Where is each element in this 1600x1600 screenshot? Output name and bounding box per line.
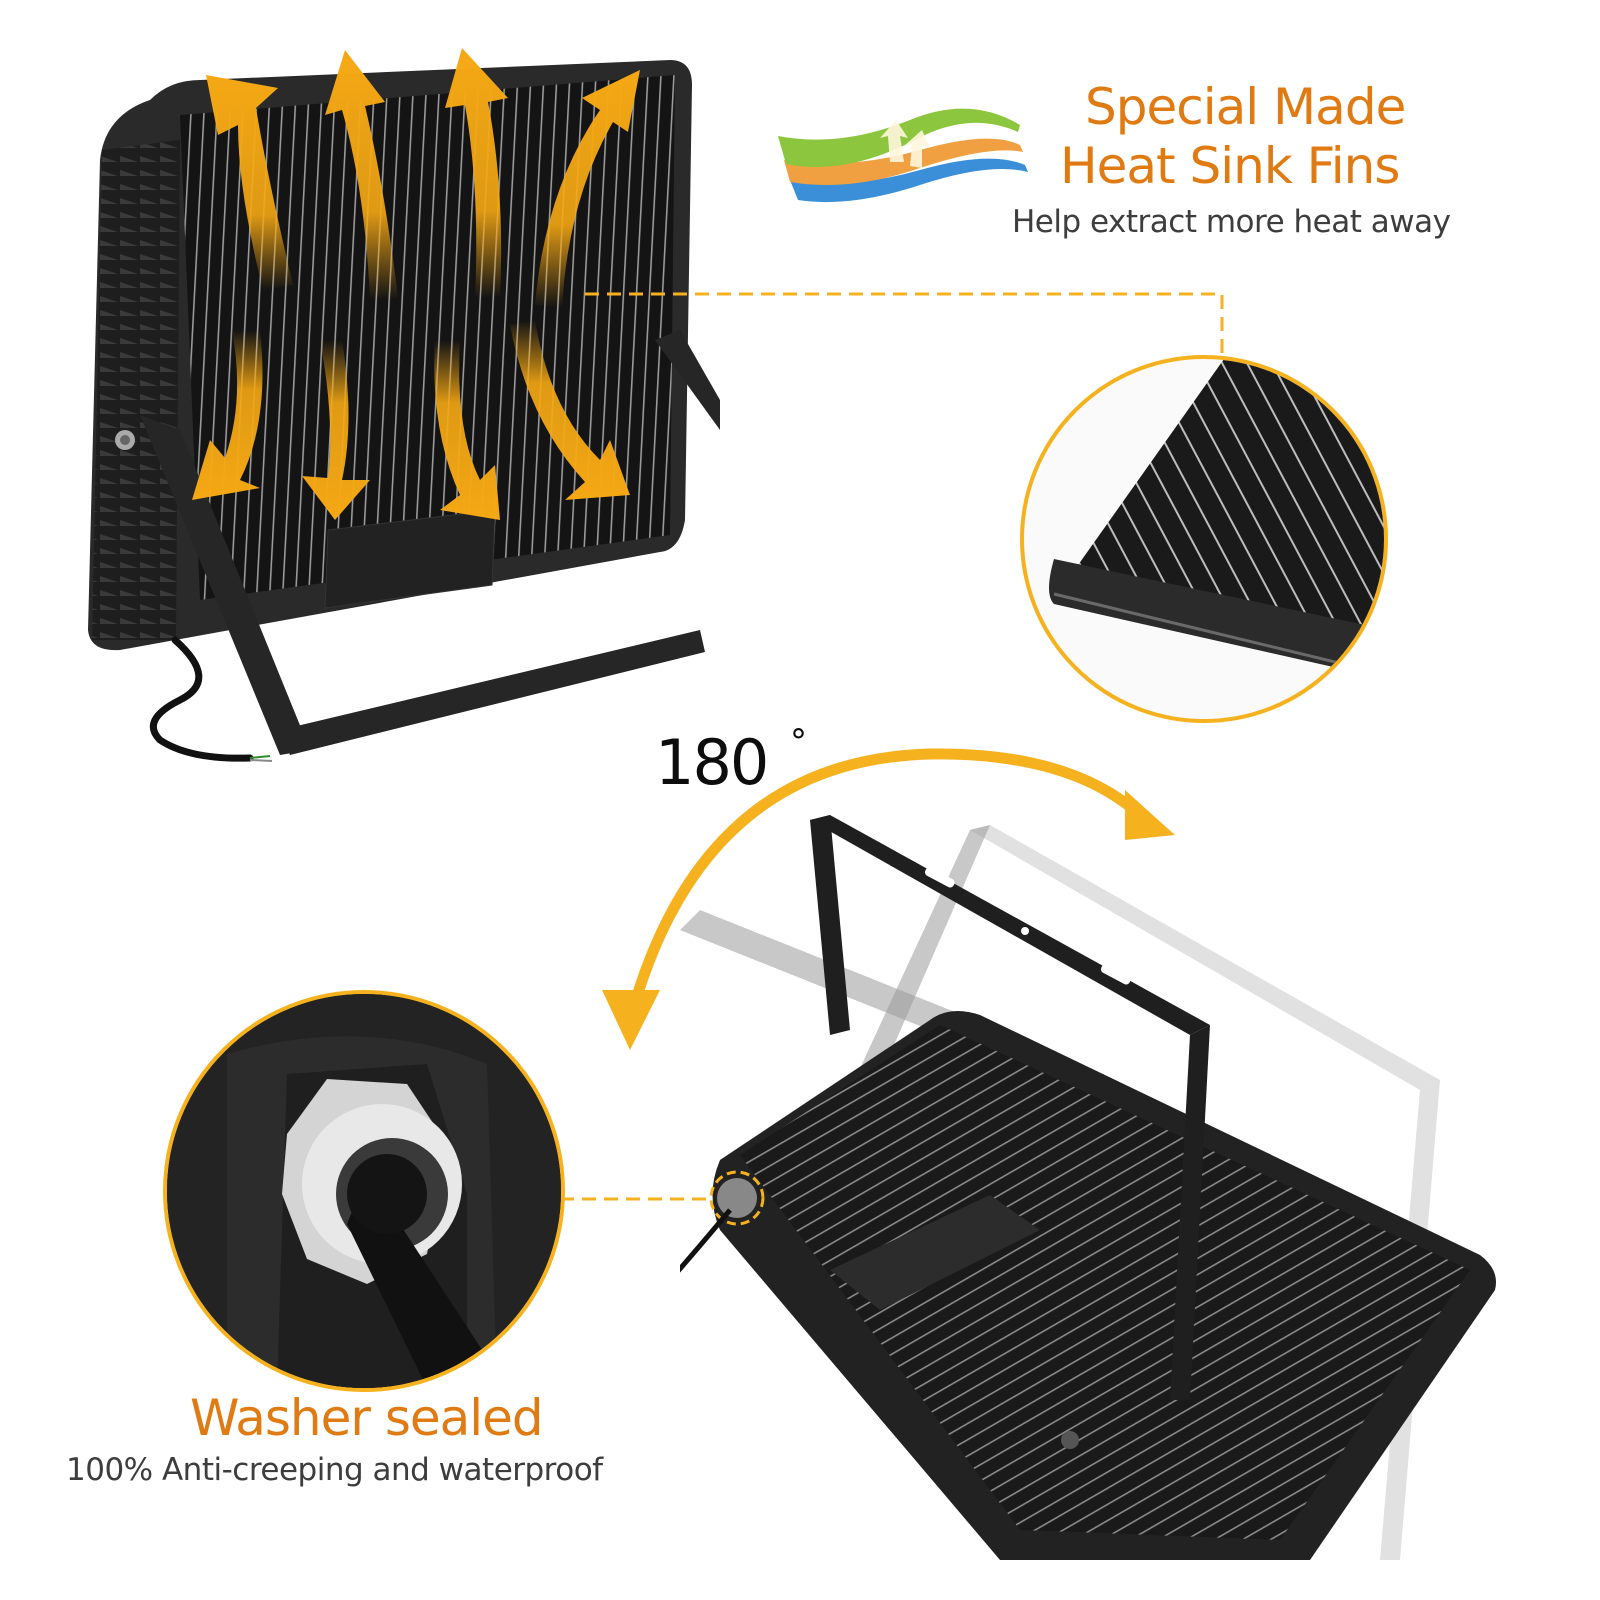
- heat-sink-title-line2: Heat Sink Fins: [1060, 137, 1400, 195]
- airflow-arrow-down-icon: [192, 320, 630, 520]
- heat-sink-subtitle: Help extract more heat away: [1012, 204, 1451, 240]
- rotation-angle-value: 180: [655, 726, 769, 799]
- washer-sealed-title: Washer sealed: [190, 1389, 544, 1447]
- layered-heat-dissipation-icon: [770, 100, 1040, 260]
- floodlight-back-view-image: [80, 40, 720, 770]
- heat-sink-closeup-image: [1020, 355, 1388, 723]
- rotation-arc-arrow-icon: [590, 740, 1190, 1080]
- washer-sealed-subtitle: 100% Anti-creeping and waterproof: [66, 1452, 603, 1488]
- heat-sink-title-line1: Special Made: [1085, 78, 1406, 136]
- floodlight-bracket-rotation-image: [680, 800, 1560, 1560]
- washer-gland-closeup-image: [163, 990, 565, 1392]
- rotation-angle-unit: °: [790, 722, 807, 762]
- airflow-arrow-up-icon: [206, 48, 640, 308]
